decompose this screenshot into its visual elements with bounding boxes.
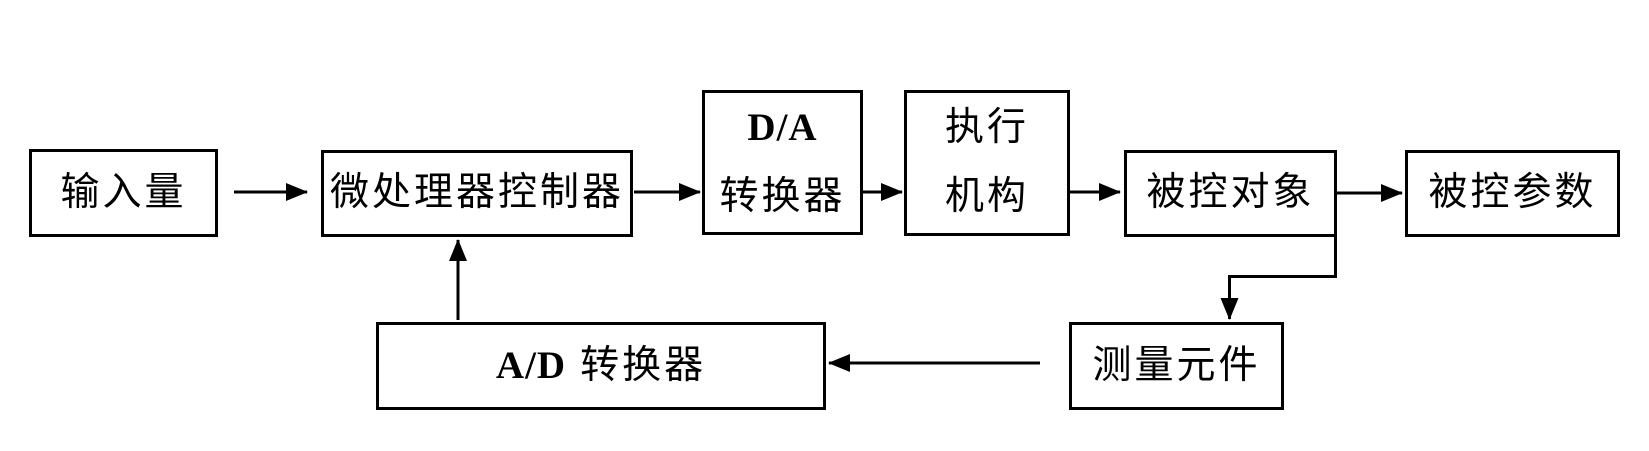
input-quantity-label: 输入量 [60, 170, 187, 214]
measuring-element-box: 测量元件 [1069, 322, 1284, 410]
da-converter-label-line2: 转换器 [719, 174, 846, 218]
ad-converter-label-suffix: 转换器 [580, 343, 707, 387]
controlled-object-box: 被控对象 [1124, 150, 1337, 237]
controlled-object-label: 被控对象 [1146, 171, 1315, 215]
actuator-box: 执行 机构 [904, 90, 1070, 236]
microprocessor-controller-label: 微处理器控制器 [329, 171, 624, 215]
controlled-parameter-label: 被控参数 [1428, 171, 1597, 215]
da-converter-label-line1: D/A [747, 105, 818, 149]
controlled-parameter-box: 被控参数 [1405, 150, 1620, 237]
da-converter-box: D/A 转换器 [702, 90, 863, 235]
measuring-element-label: 测量元件 [1092, 343, 1261, 387]
actuator-label-line2: 机构 [944, 175, 1029, 218]
ad-converter-label-prefix: A/D [495, 343, 567, 387]
input-quantity-box: 输入量 [29, 149, 218, 237]
ad-converter-box: A/D 转换器 [376, 322, 826, 410]
microprocessor-controller-box: 微处理器控制器 [321, 150, 633, 237]
actuator-label-line1: 执行 [944, 106, 1029, 150]
